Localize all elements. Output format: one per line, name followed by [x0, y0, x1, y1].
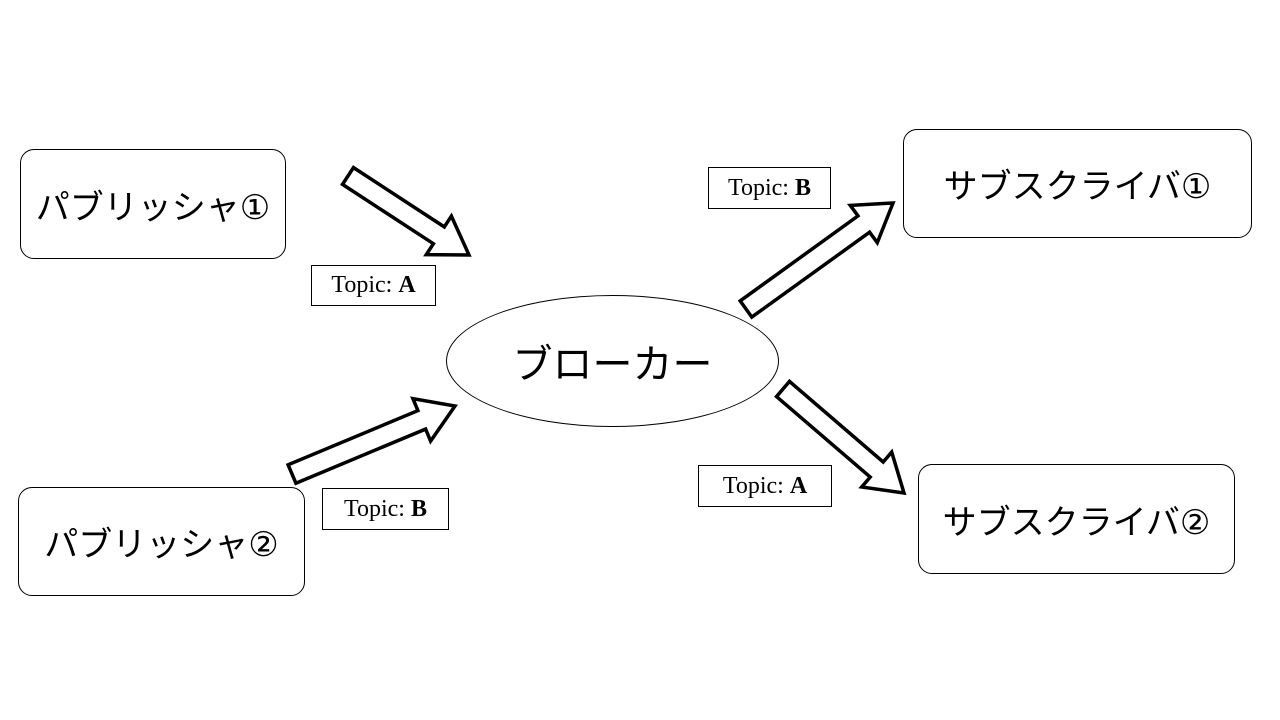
publisher-1-box: パブリッシャ① [20, 149, 286, 259]
topic-key: Topic: [728, 174, 789, 201]
broker-label: ブローカー [512, 342, 713, 388]
arrow-broker-to-subscriber-1 [737, 201, 896, 320]
topic-label-publisher-1: Topic: A [311, 265, 436, 306]
topic-value: A [789, 472, 808, 499]
subscriber-2-box: サブスクライバ② [918, 464, 1235, 574]
subscriber-1-box: サブスクライバ① [903, 129, 1252, 238]
topic-key: Topic: [722, 472, 784, 499]
broker-ellipse: ブローカー [446, 295, 779, 427]
topic-label-publisher-2: Topic: B [322, 488, 449, 530]
arrow-broker-to-subscriber-2 [774, 378, 907, 496]
arrow-publisher-2-to-broker [285, 396, 458, 486]
arrow-publisher-1-to-broker [340, 165, 472, 257]
publisher-2-box: パブリッシャ② [18, 487, 305, 596]
topic-value: A [398, 272, 416, 298]
topic-value: B [794, 174, 811, 201]
topic-key: Topic: [344, 495, 405, 522]
topic-label-subscriber-2: Topic: A [698, 465, 832, 507]
publisher-1-label: パブリッシャ① [35, 187, 271, 228]
subscriber-2-label: サブスクライバ② [942, 502, 1211, 543]
publisher-2-label: パブリッシャ② [44, 525, 279, 565]
subscriber-1-label: サブスクライバ① [943, 167, 1212, 207]
topic-label-subscriber-1: Topic: B [708, 167, 831, 209]
topic-key: Topic: [331, 272, 393, 298]
topic-value: B [410, 495, 427, 522]
